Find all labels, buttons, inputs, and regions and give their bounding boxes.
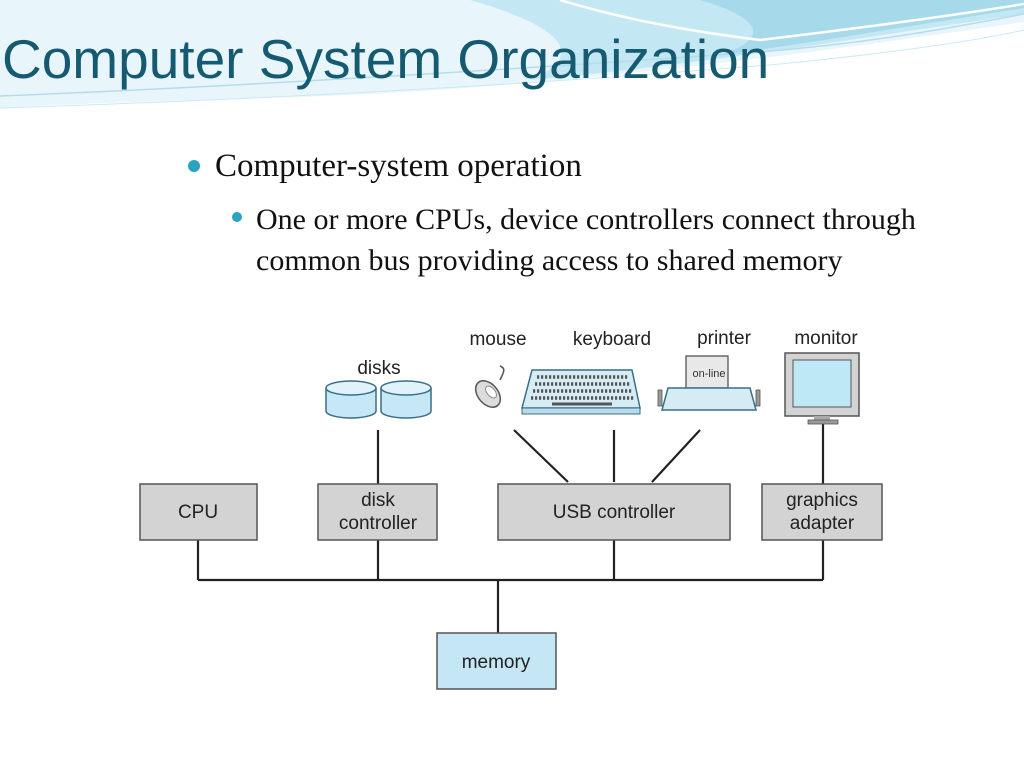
sub-bullet-cpus-controllers: One or more CPUs, device controllers con… — [232, 199, 972, 281]
printer-icon: on-line — [657, 355, 761, 411]
keyboard-label: keyboard — [573, 329, 651, 350]
memory-label: memory — [462, 652, 531, 673]
memory-box: memory — [436, 632, 557, 690]
cpu-box: CPU — [139, 483, 258, 541]
disks-label: disks — [357, 358, 400, 379]
disk-icon — [380, 380, 432, 419]
slide-title: Computer System Organization — [2, 28, 770, 90]
mouse-icon — [474, 365, 505, 408]
cpu-label: CPU — [178, 502, 218, 523]
graphics-adapter-label-line1: graphics — [786, 490, 858, 511]
usb-controller-label: USB controller — [553, 502, 676, 523]
header-wave-decoration — [0, 0, 1024, 109]
graphics-adapter-box: graphics adapter — [761, 483, 883, 541]
disk-controller-box: disk controller — [317, 483, 438, 541]
keyboard-icon — [521, 369, 641, 415]
graphics-adapter-label-line2: adapter — [790, 513, 855, 534]
disk-controller-label-line2: controller — [339, 513, 418, 534]
bullet-dot-icon — [232, 212, 242, 222]
bullet-text: Computer-system operation — [215, 148, 582, 184]
system-bus — [196, 540, 825, 633]
bullet-dot-icon — [188, 160, 200, 172]
printer-status-label: on-line — [692, 368, 725, 380]
usb-controller-box: USB controller — [497, 483, 731, 541]
monitor-label: monitor — [794, 328, 858, 349]
monitor-icon — [784, 352, 860, 425]
mouse-label: mouse — [469, 329, 526, 350]
disk-icon — [325, 380, 377, 419]
computer-system-diagram: CPU disk controller USB controller graph… — [132, 322, 888, 696]
sub-bullet-text: One or more CPUs, device controllers con… — [256, 203, 916, 277]
printer-label: printer — [697, 328, 752, 349]
device-links — [376, 424, 825, 484]
disk-controller-label-line1: disk — [361, 490, 395, 511]
bullet-computer-system-operation: Computer-system operation — [188, 146, 988, 186]
